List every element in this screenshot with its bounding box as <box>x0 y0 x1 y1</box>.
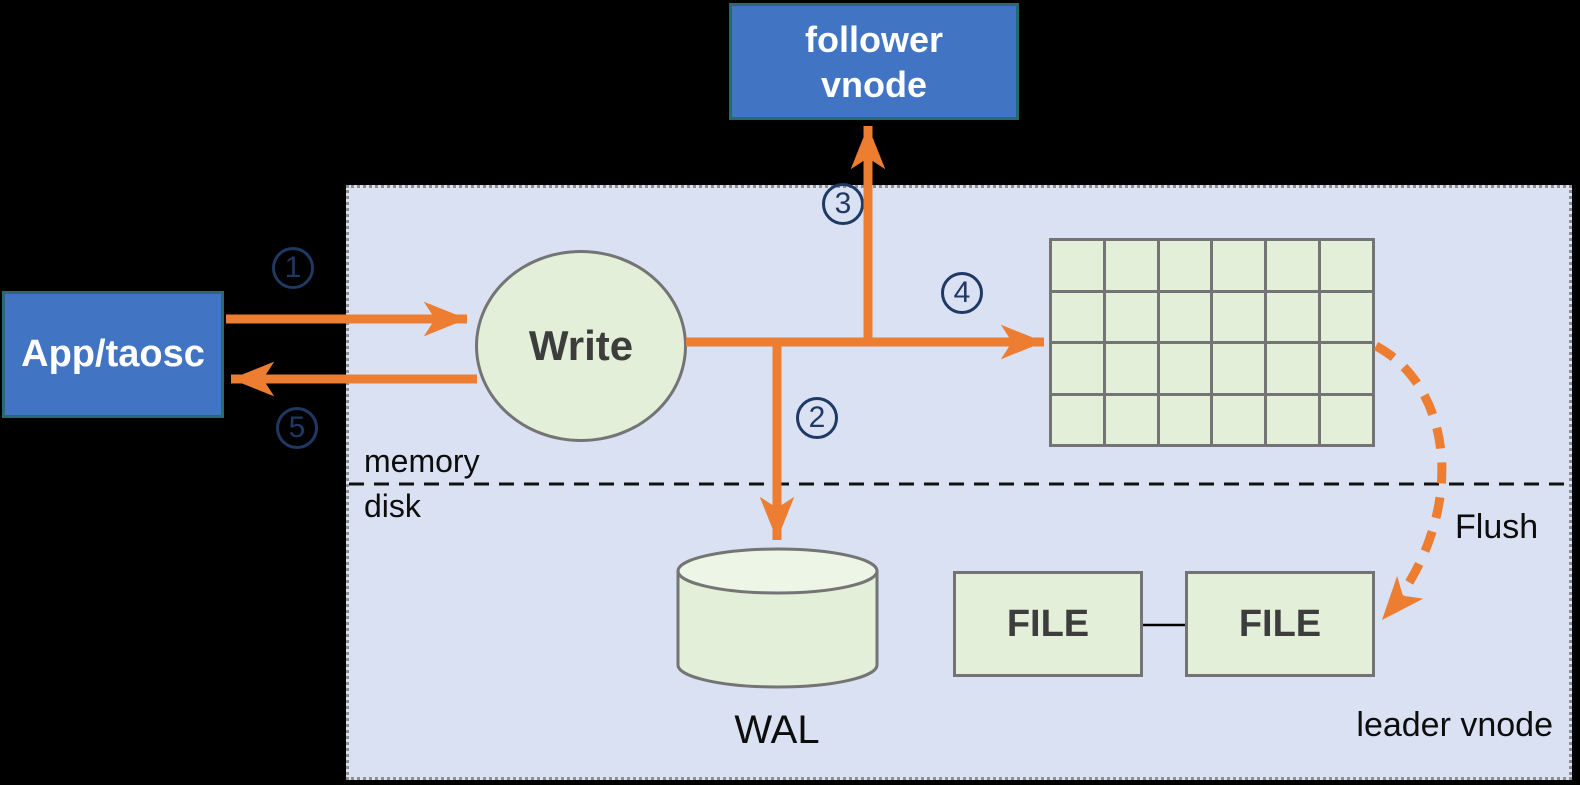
file-node-left: FILE <box>953 571 1143 677</box>
grid-cell <box>1321 344 1372 393</box>
step-1-badge: 1 <box>272 247 314 289</box>
grid-cell <box>1105 241 1157 290</box>
grid-cell <box>1105 395 1157 444</box>
write-node-label: Write <box>528 322 634 369</box>
step-2-badge: 2 <box>796 397 838 439</box>
grid-cell <box>1321 395 1372 444</box>
file-node-right: FILE <box>1185 571 1375 677</box>
file-node-left-label: FILE <box>1006 602 1090 645</box>
follower-vnode-label-line2: vnode <box>820 63 927 105</box>
grid-cell <box>1052 241 1103 290</box>
grid-cell <box>1267 395 1319 444</box>
app-taosc-node: App/taosc <box>2 291 224 418</box>
step-3-badge: 3 <box>822 183 864 225</box>
grid-cell <box>1105 292 1157 341</box>
disk-label: disk <box>364 488 421 524</box>
grid-cell <box>1267 292 1319 341</box>
grid-cell <box>1052 292 1103 341</box>
grid-cell <box>1213 395 1265 444</box>
follower-vnode-node: follower vnode <box>729 3 1019 120</box>
memtable-grid <box>1049 238 1375 447</box>
grid-cell <box>1267 344 1319 393</box>
step-4-badge: 4 <box>941 272 983 314</box>
grid-cell <box>1213 241 1265 290</box>
grid-cell <box>1159 395 1211 444</box>
grid-cell <box>1105 344 1157 393</box>
leader-vnode-label: leader vnode <box>1356 706 1553 744</box>
grid-cell <box>1052 395 1103 444</box>
grid-cell <box>1052 344 1103 393</box>
flush-label: Flush <box>1455 508 1539 546</box>
grid-cell <box>1159 344 1211 393</box>
grid-cell <box>1159 292 1211 341</box>
step-5-badge: 5 <box>276 407 318 449</box>
memory-label: memory <box>364 443 480 479</box>
wal-label: WAL <box>734 708 820 752</box>
app-taosc-label: App/taosc <box>21 333 205 375</box>
grid-cell <box>1213 344 1265 393</box>
grid-cell <box>1321 292 1372 341</box>
file-node-right-label: FILE <box>1238 602 1322 645</box>
grid-cell <box>1267 241 1319 290</box>
grid-cell <box>1321 241 1372 290</box>
grid-cell <box>1159 241 1211 290</box>
follower-vnode-label-line1: follower <box>804 18 943 60</box>
write-node: Write <box>475 250 687 442</box>
grid-cell <box>1213 292 1265 341</box>
